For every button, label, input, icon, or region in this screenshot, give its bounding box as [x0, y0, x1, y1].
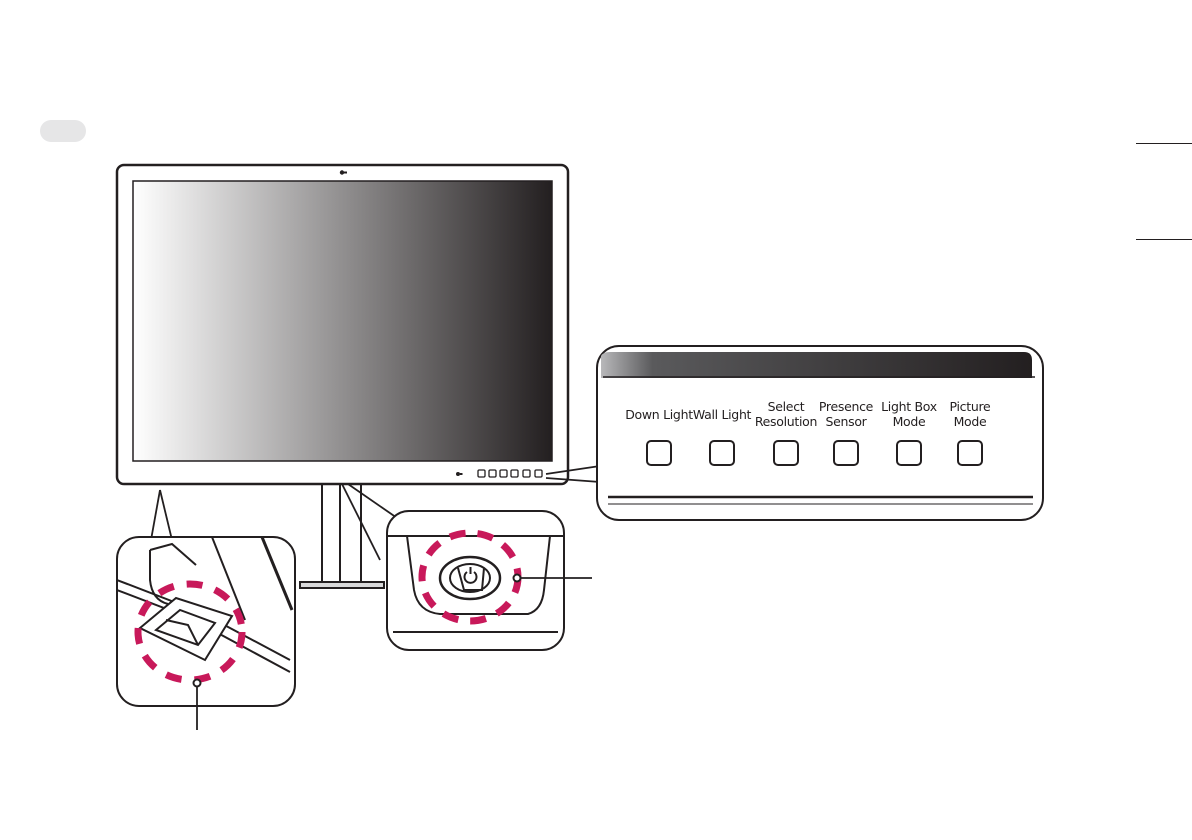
panel-button [896, 440, 922, 466]
control-panel-callout [597, 346, 1043, 520]
switch-zoom-leader [151, 490, 172, 540]
monitor-frame [117, 165, 568, 484]
panel-button-label-line1: Picture [930, 399, 1010, 414]
panel-button [773, 440, 799, 466]
panel-button [957, 440, 983, 466]
power-switch-detail [117, 537, 295, 730]
panel-button [709, 440, 735, 466]
panel-button-label-line2: Mode [930, 414, 1010, 429]
joystick-detail [387, 511, 592, 650]
panel-button [646, 440, 672, 466]
monitor-screen [133, 181, 552, 461]
panel-button [833, 440, 859, 466]
